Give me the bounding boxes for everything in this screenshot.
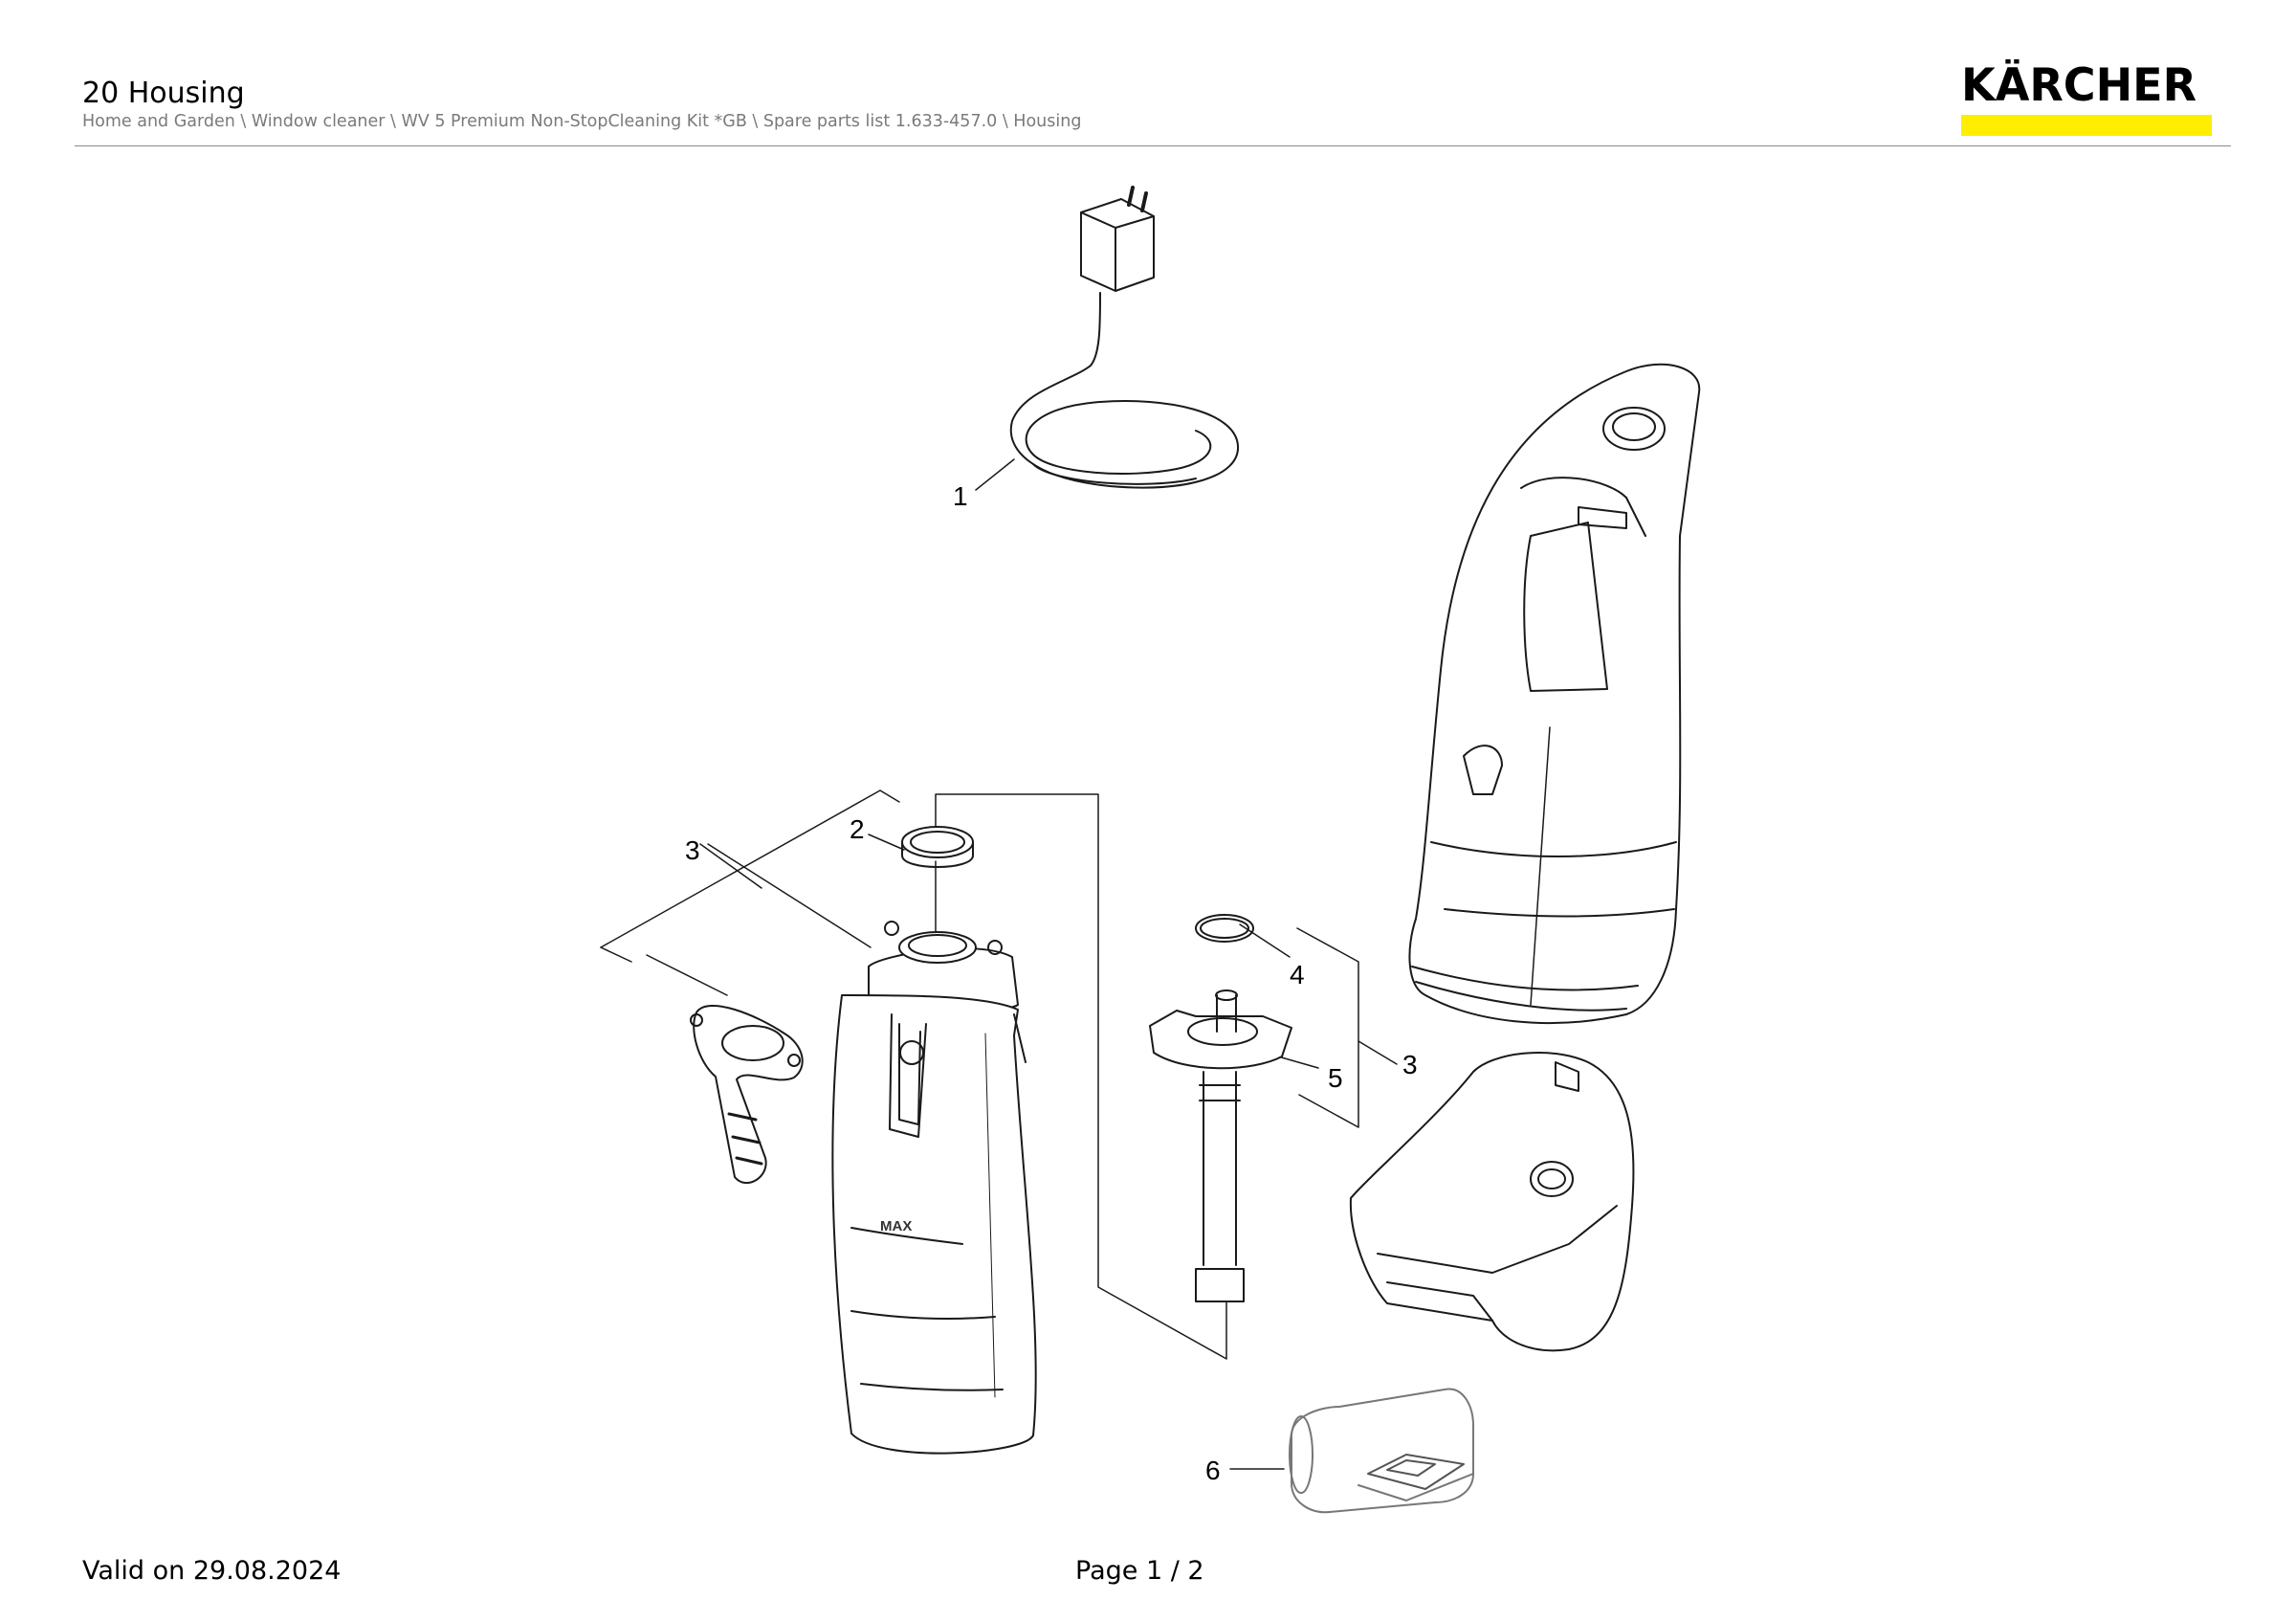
callout-1: 1: [953, 481, 968, 511]
part-5-pump-tube[interactable]: [1149, 989, 1292, 1302]
callout-6: 6: [1205, 1456, 1221, 1485]
page-number: Page 1 / 2: [1075, 1556, 1204, 1586]
part-3-mount-bracket[interactable]: [690, 1004, 804, 1184]
part-6-battery[interactable]: [1289, 1388, 1474, 1514]
breadcrumb: Home and Garden \ Window cleaner \ WV 5 …: [82, 112, 1082, 131]
callout-3-right: 3: [1402, 1050, 1418, 1079]
header-divider: [75, 145, 2231, 146]
part-4-o-ring[interactable]: [1195, 914, 1254, 943]
max-label: MAX: [880, 1218, 912, 1234]
karcher-logo: KÄRCHER: [1961, 63, 2212, 138]
logo-wordmark: KÄRCHER: [1961, 59, 2197, 112]
valid-date: Valid on 29.08.2024: [82, 1556, 342, 1586]
main-body-housing[interactable]: [1408, 363, 1701, 1025]
callout-2: 2: [850, 814, 865, 844]
callout-5: 5: [1328, 1063, 1343, 1093]
page-title: 20 Housing: [82, 77, 245, 110]
part-3-tank[interactable]: [831, 921, 1037, 1455]
part-1-charger[interactable]: [975, 186, 1240, 491]
callout-3-left: 3: [685, 835, 700, 865]
logo-yellow-bar: [1961, 115, 2212, 136]
part-2-cap[interactable]: [868, 826, 974, 868]
callout-4: 4: [1290, 960, 1305, 989]
base-cradle[interactable]: [1349, 1052, 1635, 1352]
